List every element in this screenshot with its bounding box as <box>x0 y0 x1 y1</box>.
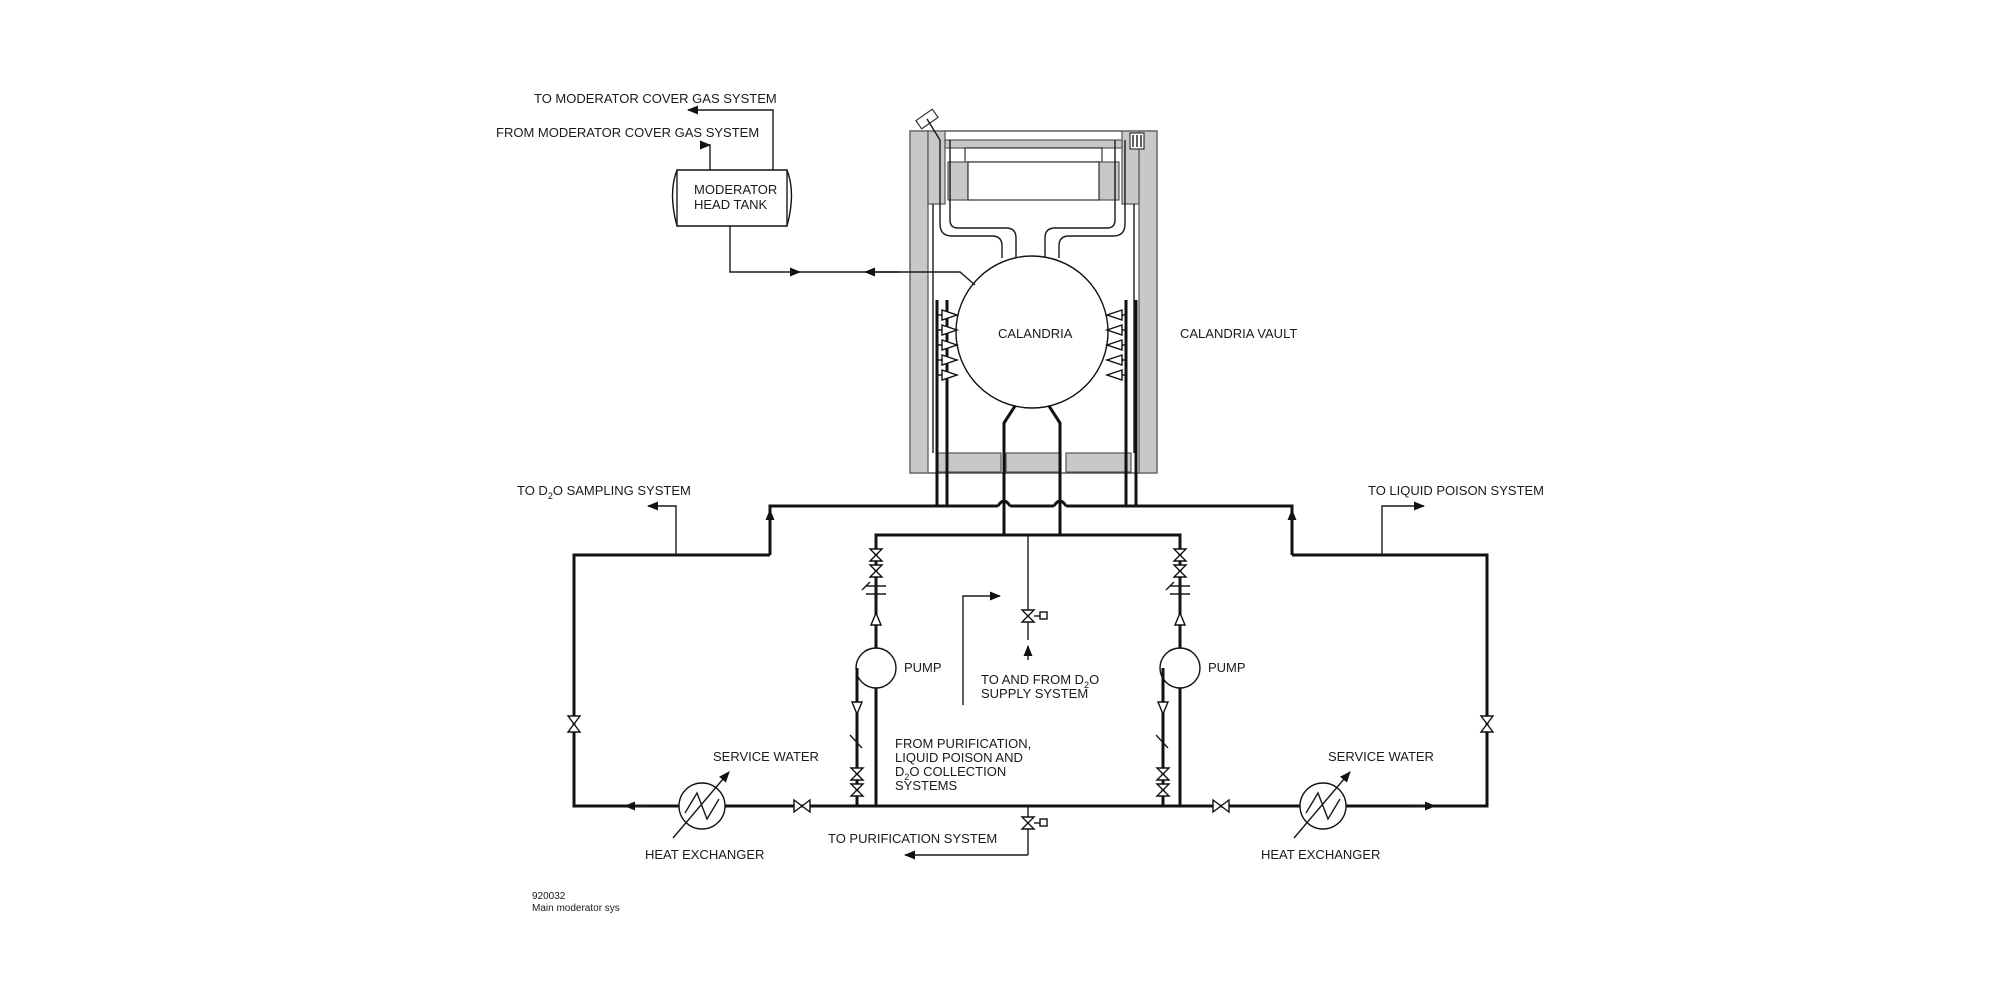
d2o-supply-label-line2: SUPPLY SYSTEM <box>981 686 1088 701</box>
liquid-poison-branch <box>1381 501 1426 555</box>
sampling-branch <box>646 501 677 555</box>
from-purification-label-line1: FROM PURIFICATION, <box>895 736 1031 751</box>
heat-exchanger-right-label: HEAT EXCHANGER <box>1261 847 1380 862</box>
head-tank-label-line2: HEAD TANK <box>694 197 768 212</box>
relief-ducts <box>915 108 1145 258</box>
service-water-right-label: SERVICE WATER <box>1328 749 1434 764</box>
heat-exchanger-left-label: HEAT EXCHANGER <box>645 847 764 862</box>
moderator-head-tank: MODERATOR HEAD TANK <box>671 169 793 227</box>
right-pump <box>1155 647 1201 797</box>
d2o-supply-line <box>962 535 1048 705</box>
to-purification-line <box>903 806 1048 860</box>
from-cover-gas-label: FROM MODERATOR COVER GAS SYSTEM <box>496 125 759 140</box>
figure-caption: Main moderator sys <box>532 903 620 914</box>
calandria-vault-label: CALANDRIA VAULT <box>1180 326 1297 341</box>
from-purification-label-line3: D2O COLLECTION <box>895 764 1006 782</box>
outer-loop-valves <box>566 715 1495 814</box>
calandria-vessel: CALANDRIA <box>935 255 1138 505</box>
pump-right-label: PUMP <box>1208 660 1246 675</box>
from-purification-label-line2: LIQUID POISON AND <box>895 750 1023 765</box>
d2o-supply-label-line1: TO AND FROM D2O <box>981 672 1099 690</box>
left-pump-train <box>861 535 886 640</box>
calandria-vault <box>909 130 1158 474</box>
to-sampling-label: TO D2O SAMPLING SYSTEM <box>517 483 691 501</box>
to-cover-gas-label: TO MODERATOR COVER GAS SYSTEM <box>534 91 777 106</box>
to-purification-label: TO PURIFICATION SYSTEM <box>828 831 997 846</box>
left-pump <box>849 647 897 797</box>
service-water-left-label: SERVICE WATER <box>713 749 819 764</box>
left-heat-exchanger <box>672 771 730 839</box>
cover-gas-lines <box>686 105 976 286</box>
calandria-label: CALANDRIA <box>998 326 1073 341</box>
right-heat-exchanger <box>1293 771 1351 839</box>
right-pump-train <box>1165 535 1190 640</box>
pump-left-label: PUMP <box>904 660 942 675</box>
to-liquid-poison-label: TO LIQUID POISON SYSTEM <box>1368 483 1544 498</box>
head-tank-label-line1: MODERATOR <box>694 182 777 197</box>
from-purification-label-line4: SYSTEMS <box>895 778 957 793</box>
figure-number: 920032 <box>532 891 566 902</box>
